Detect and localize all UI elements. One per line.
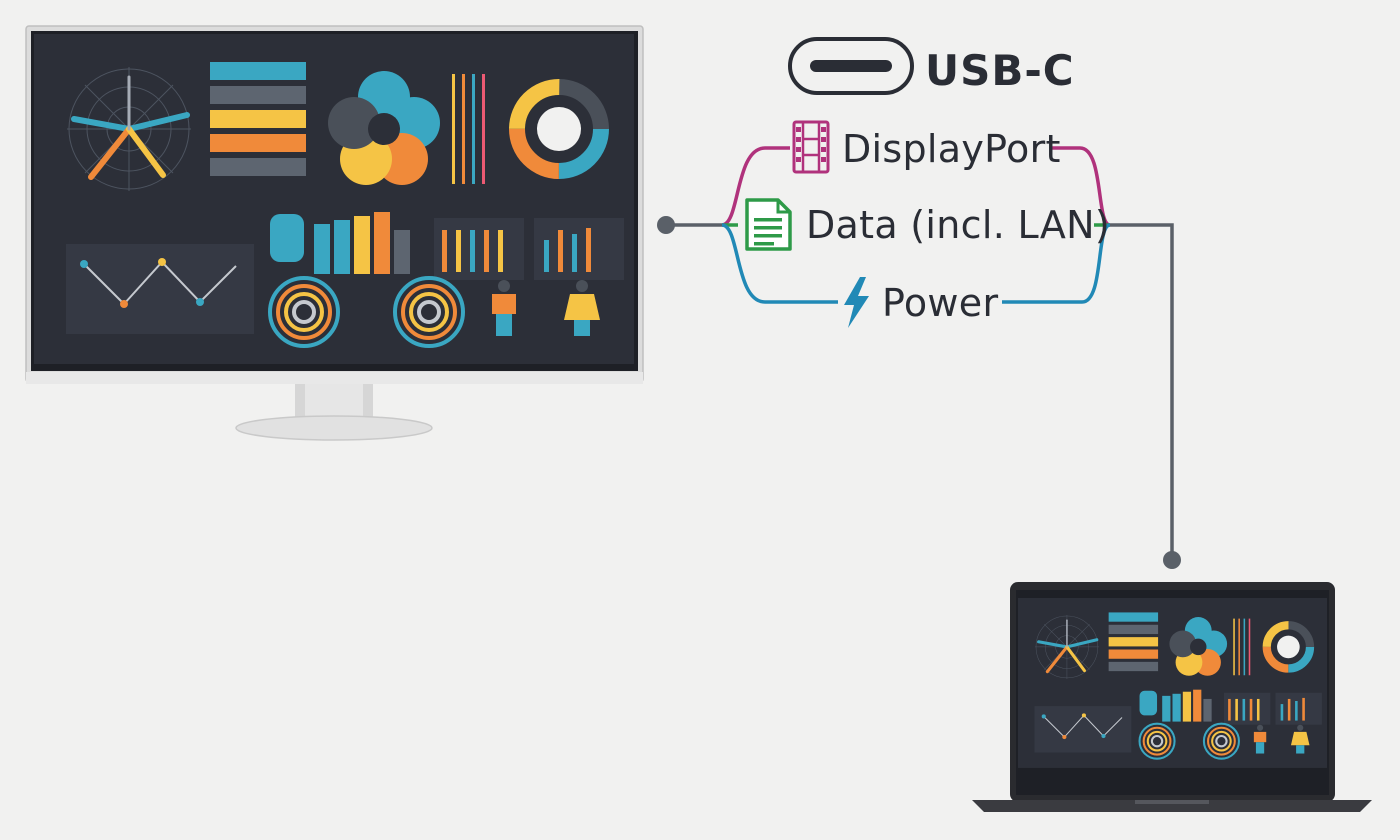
displayport-label: DisplayPort xyxy=(842,127,1061,171)
power-line xyxy=(721,223,1111,304)
monitor xyxy=(25,25,644,441)
power-label: Power xyxy=(882,281,999,325)
film-strip-icon xyxy=(792,120,830,174)
document-icon xyxy=(745,198,792,251)
lightning-bolt-icon xyxy=(844,277,869,328)
usb-c-port-icon xyxy=(788,37,914,95)
displayport-line xyxy=(721,146,1111,227)
laptop xyxy=(972,582,1372,812)
data-label: Data (incl. LAN) xyxy=(806,203,1110,247)
monitor-connector-dot xyxy=(657,216,675,234)
monitor-screen xyxy=(34,34,634,364)
usb-c-label: USB-C xyxy=(925,46,1075,95)
laptop-connector-dot xyxy=(1163,551,1181,569)
cable xyxy=(666,223,1174,560)
laptop-screen xyxy=(1018,598,1327,768)
